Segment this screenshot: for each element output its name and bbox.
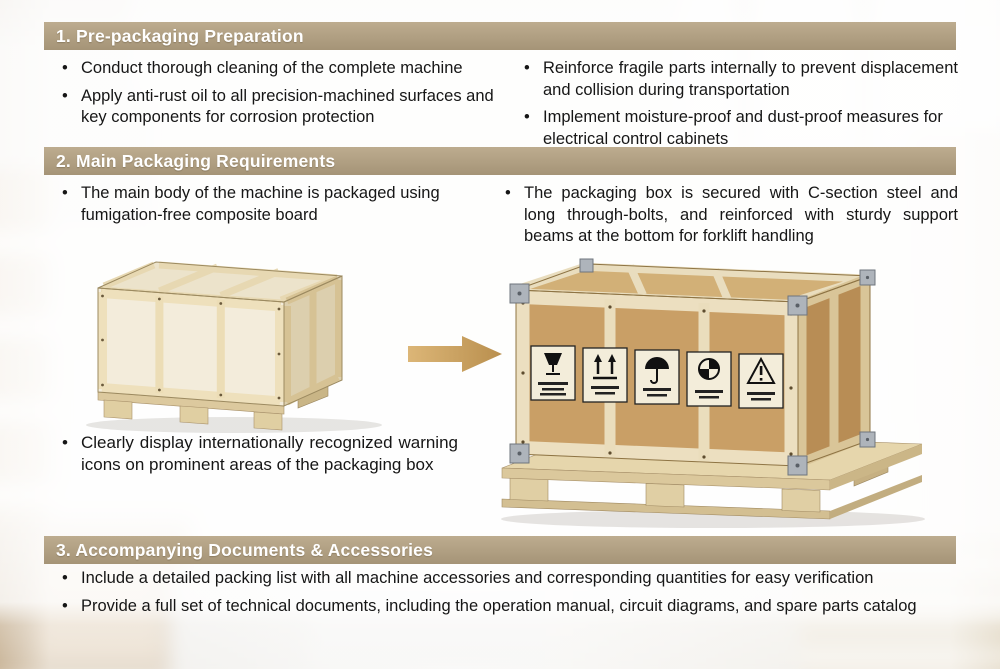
bullet-dot: •: [62, 433, 68, 452]
keep-dry-icon: [634, 349, 680, 405]
bullet-dot: •: [524, 108, 530, 126]
bullet-dot: •: [62, 596, 68, 615]
section-2-title: 2. Main Packaging Requirements: [56, 151, 336, 171]
section-1-left-column: • Conduct thorough cleaning of the compl…: [62, 58, 510, 135]
bullet-text: Provide a full set of technical document…: [81, 596, 917, 615]
bullet-text: The packaging box is secured with C-sect…: [524, 184, 958, 245]
list-item: • Conduct thorough cleaning of the compl…: [62, 58, 510, 80]
bullet-dot: •: [524, 59, 530, 77]
bullet-text: Apply anti-rust oil to all precision-mac…: [81, 86, 494, 127]
section-1-header: 1. Pre-packaging Preparation: [44, 22, 956, 50]
bullet-text: Include a detailed packing list with all…: [81, 569, 874, 587]
warning-crate-image: [501, 258, 925, 528]
section-2-left-column: • The main body of the machine is packag…: [62, 183, 502, 232]
list-item: • The packaging box is secured with C-se…: [505, 183, 958, 248]
list-item: • The main body of the machine is packag…: [62, 183, 502, 226]
list-item: • Provide a full set of technical docume…: [62, 596, 958, 618]
section-2-left-note: • Clearly display internationally recogn…: [62, 432, 458, 482]
bullet-dot: •: [62, 184, 68, 202]
transition-arrow-icon: [408, 336, 502, 372]
list-item: • Implement moisture-proof and dust-proo…: [524, 107, 958, 150]
list-item: • Include a detailed packing list with a…: [62, 568, 958, 590]
bullet-text: Implement moisture-proof and dust-proof …: [543, 108, 943, 148]
bullet-dot: •: [62, 59, 68, 77]
section-2-right-column: • The packaging box is secured with C-se…: [505, 183, 958, 254]
list-item: • Clearly display internationally recogn…: [62, 432, 458, 476]
plywood-crate-image: [86, 261, 382, 433]
fragile-icon: [530, 345, 576, 401]
section-3-header: 3. Accompanying Documents & Accessories: [44, 536, 956, 564]
list-item: • Reinforce fragile parts internally to …: [524, 58, 958, 101]
center-of-gravity-icon: [686, 351, 732, 407]
bullet-text: Reinforce fragile parts internally to pr…: [543, 59, 958, 99]
section-2-header: 2. Main Packaging Requirements: [44, 147, 956, 175]
bullet-text: The main body of the machine is packaged…: [81, 184, 440, 224]
warning-triangle-icon: [738, 353, 784, 409]
bullet-dot: •: [505, 184, 511, 202]
bullet-text: Conduct thorough cleaning of the complet…: [81, 59, 463, 77]
section-1-right-column: • Reinforce fragile parts internally to …: [524, 58, 958, 156]
warning-labels: [530, 345, 784, 409]
section-3-list: • Include a detailed packing list with a…: [62, 568, 958, 623]
bullet-text: Clearly display internationally recogniz…: [81, 433, 458, 474]
section-3-title: 3. Accompanying Documents & Accessories: [56, 540, 434, 560]
section-1-title: 1. Pre-packaging Preparation: [56, 26, 304, 46]
this-way-up-icon: [582, 347, 628, 403]
bullet-dot: •: [62, 86, 68, 105]
list-item: • Apply anti-rust oil to all precision-m…: [62, 86, 510, 129]
screw-dots: [101, 294, 281, 400]
bullet-dot: •: [62, 569, 68, 587]
